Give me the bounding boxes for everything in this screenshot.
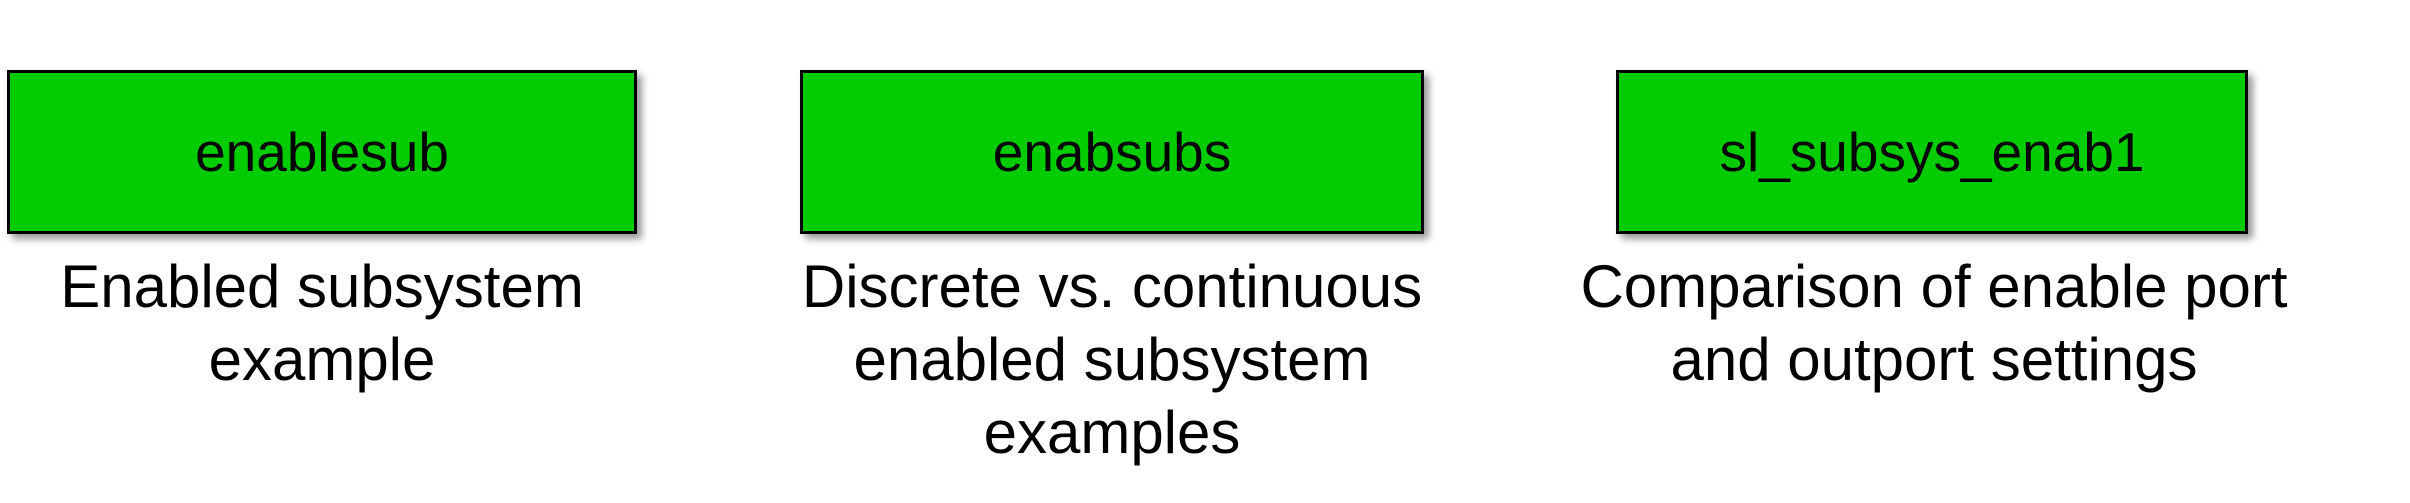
block-label-enablesub: enablesub <box>195 120 449 183</box>
block-label-enabsubs: enabsubs <box>992 120 1232 183</box>
caption-line: enabled subsystem <box>853 326 1371 393</box>
caption-line: examples <box>983 399 1241 466</box>
subsystem-block-sl-subsys-enab1[interactable]: sl_subsys_enab1 <box>1616 70 2248 234</box>
caption-line: Comparison of enable port <box>1580 253 2288 320</box>
block-label-sl-subsys-enab1: sl_subsys_enab1 <box>1719 120 2145 183</box>
caption-line: Enabled subsystem <box>60 253 584 320</box>
caption-line: Discrete vs. continuous <box>801 253 1423 320</box>
subsystem-block-enabsubs[interactable]: enabsubs <box>800 70 1424 234</box>
caption-line: example <box>208 326 436 393</box>
subsystem-block-enablesub[interactable]: enablesub <box>7 70 637 234</box>
block-caption-enablesub: Enabled subsystem example <box>60 250 584 396</box>
block-caption-enabsubs: Discrete vs. continuous enabled subsyste… <box>802 250 1422 469</box>
block-caption-sl-subsys-enab1: Comparison of enable port and outport se… <box>1580 250 2287 396</box>
caption-line: and outport settings <box>1670 326 2198 393</box>
